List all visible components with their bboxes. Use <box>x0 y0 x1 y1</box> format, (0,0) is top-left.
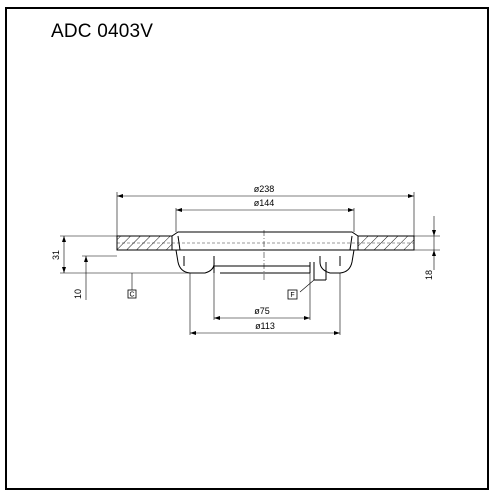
dim-outer-diameter: ø238 <box>254 184 275 194</box>
marker-f: F <box>287 289 298 300</box>
dimension-arrows <box>62 194 436 335</box>
dimension-lines <box>63 195 435 334</box>
dim-hat-diameter: ø144 <box>254 198 275 208</box>
dim-offset: 10 <box>73 289 83 299</box>
marker-c: C <box>127 289 137 299</box>
extension-lines <box>60 192 440 335</box>
hat-section <box>171 231 359 281</box>
dim-total-height: 31 <box>51 250 61 260</box>
dim-center-bore: ø75 <box>254 306 270 316</box>
dim-disc-thickness: 18 <box>424 270 434 280</box>
marker-f-label: F <box>290 292 294 299</box>
part-number-title: ADC 0403V <box>51 21 154 42</box>
dim-bolt-circle: ø113 <box>255 321 275 331</box>
disc-section <box>116 235 415 251</box>
marker-c-label: C <box>129 292 134 299</box>
